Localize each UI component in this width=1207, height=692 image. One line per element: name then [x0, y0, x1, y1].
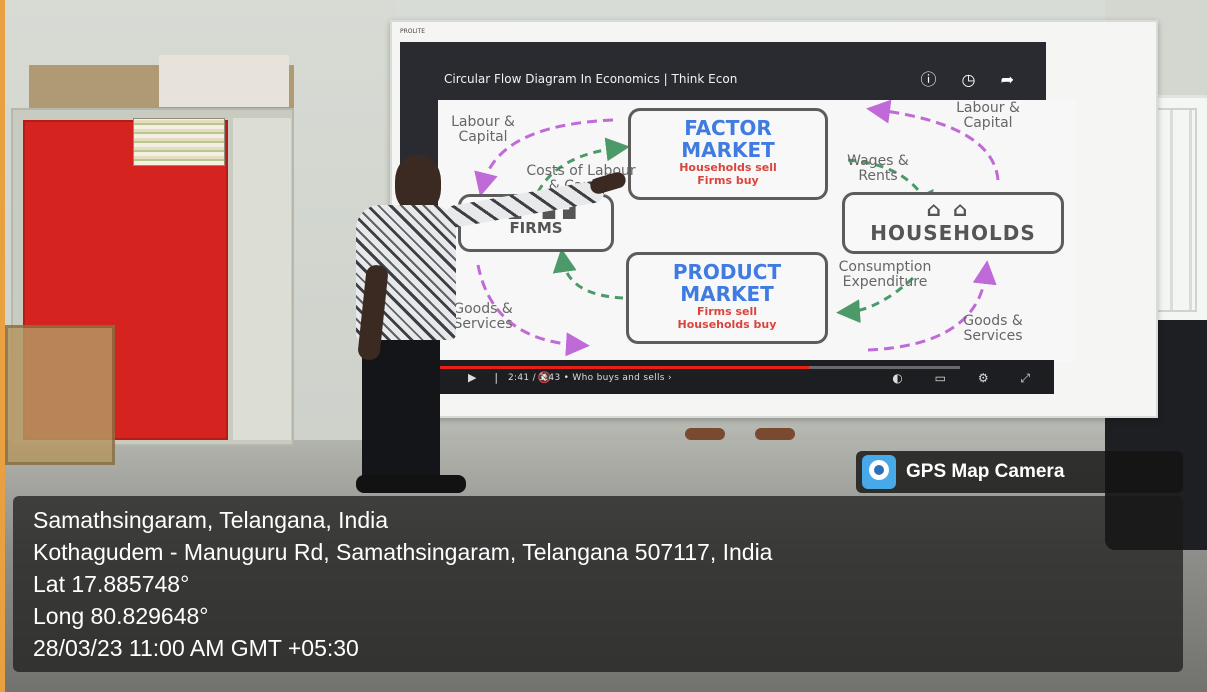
date-time: 28/03/23 11:00 AM GMT +05:30	[33, 635, 359, 661]
label-line: Goods &	[963, 313, 1023, 329]
presenter-head	[395, 155, 441, 213]
label-line: Capital	[458, 129, 508, 145]
label-consumption: Consumption Expenditure	[820, 260, 950, 290]
factor-market-box: FACTOR MARKET Households sell Firms buy	[628, 108, 828, 200]
arrow-costs	[536, 137, 630, 193]
gps-badge-label: GPS Map Camera	[906, 461, 1065, 482]
projection-screen: PROLITE Circular Flow Diagram In Economi…	[390, 20, 1158, 418]
location-info-panel: Samathsingaram, Telangana, India Kothagu…	[13, 496, 1183, 672]
cabinet-side	[233, 118, 291, 440]
cardboard-boxes	[29, 55, 294, 111]
label-line: Rents	[858, 168, 898, 184]
label-line: Labour &	[956, 100, 1020, 116]
house-icon: ⌂⌂	[926, 197, 980, 221]
chair-left	[5, 325, 115, 465]
product-market-sub-2: Households buy	[677, 318, 777, 331]
households-box: ⌂⌂ HOUSEHOLDS	[842, 192, 1064, 254]
factor-market-title-2: MARKET	[681, 138, 775, 162]
factor-market-title-1: FACTOR	[684, 116, 772, 140]
gps-map-camera-badge: GPS Map Camera	[856, 451, 1183, 493]
label-line: Services	[963, 328, 1023, 344]
label-goods-left: Goods & Services	[438, 302, 528, 332]
firms-label: FIRMS	[509, 219, 563, 237]
video-title[interactable]: Circular Flow Diagram In Economics | Thi…	[444, 72, 738, 86]
label-line: Expenditure	[842, 274, 928, 290]
seated-person-feet	[685, 400, 795, 445]
video-top-icons[interactable]: ⓘ ◷ ➦	[920, 70, 1024, 89]
factor-market-sub-1: Households sell	[679, 161, 777, 174]
circular-flow-slide: FACTOR MARKET Households sell Firms buy …	[438, 100, 1076, 362]
factor-market-sub-2: Firms buy	[697, 174, 759, 187]
label-line: Consumption	[838, 259, 932, 275]
place-name: Samathsingaram, Telangana, India	[33, 507, 389, 533]
progress-fill	[420, 366, 809, 369]
presenter-legs	[362, 335, 440, 485]
label-wages: Wages & Rents	[838, 154, 918, 184]
wall-poster	[133, 118, 225, 166]
label-line: Costs of Labour	[526, 163, 636, 179]
arrow-labour-right	[866, 100, 1000, 181]
progress-bar[interactable]	[420, 366, 960, 369]
arrow-goods-left	[476, 264, 590, 357]
street-address: Kothagudem - Manuguru Rd, Samathsingaram…	[33, 539, 773, 565]
label-line: Wages &	[847, 153, 909, 169]
label-line: Goods &	[453, 301, 513, 317]
map-pin-icon	[862, 455, 896, 489]
product-market-sub-1: Firms sell	[696, 305, 758, 318]
arrow-goods-right	[867, 260, 997, 352]
product-market-title-1: PRODUCT	[672, 260, 782, 284]
label-line: Capital	[963, 115, 1013, 131]
presenter-shoes	[356, 475, 466, 493]
label-goods-right: Goods & Services	[948, 314, 1038, 344]
label-line: Labour &	[451, 114, 515, 130]
label-line: Services	[453, 316, 513, 332]
latitude: Lat 17.885748°	[33, 571, 190, 597]
photo-frame: PROLITE Circular Flow Diagram In Economi…	[5, 0, 1207, 692]
video-player[interactable]: Circular Flow Diagram In Economics | Thi…	[400, 42, 1076, 394]
label-labour-capital-left: Labour & Capital	[438, 115, 528, 145]
product-market-box: PRODUCT MARKET Firms sell Households buy	[626, 252, 828, 344]
screen-brand: PROLITE	[400, 28, 426, 35]
product-market-title-2: MARKET	[680, 282, 774, 306]
video-controls: ▶ ▶| 🔇 2:41 / 3:43 • Who buys and sells …	[408, 360, 1054, 394]
arrow-labour-left	[474, 118, 614, 197]
label-labour-capital-right: Labour & Capital	[938, 101, 1038, 131]
play-controls[interactable]: ▶ ▶| 🔇	[420, 371, 570, 384]
presenter	[348, 155, 628, 505]
arrow-product-firms	[552, 248, 624, 300]
time-display: 2:41 / 3:43 • Who buys and sells ›	[508, 373, 672, 383]
player-settings-icons[interactable]: ◐ ▭ ⚙ ⤢	[892, 371, 1044, 385]
households-label: HOUSEHOLDS	[870, 221, 1036, 245]
longitude: Long 80.829648°	[33, 603, 209, 629]
